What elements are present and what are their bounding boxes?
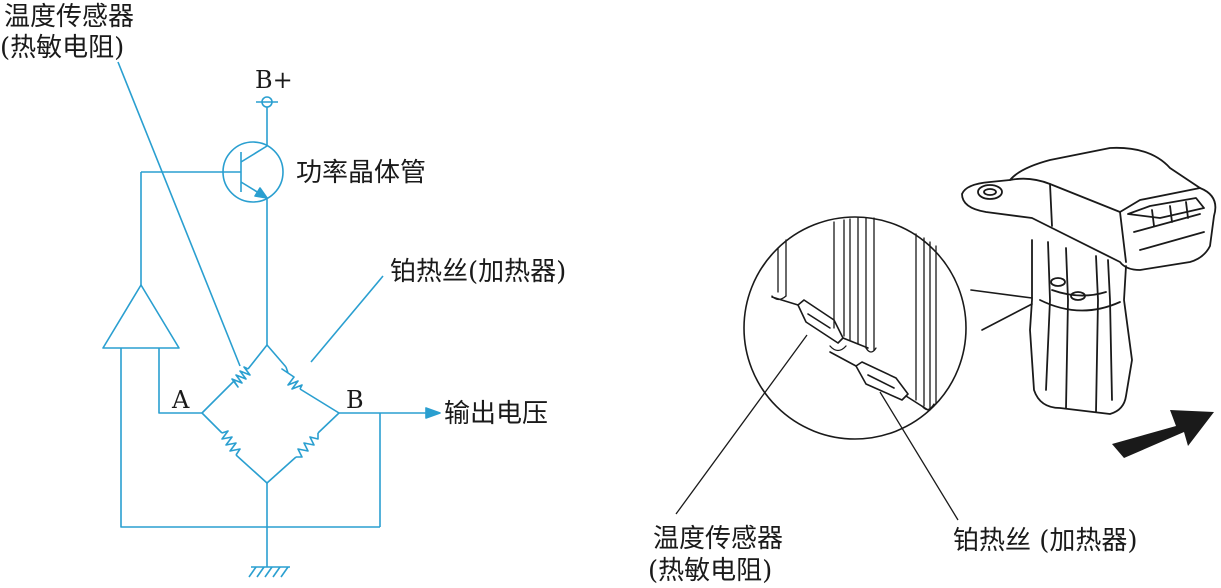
op-amp <box>102 284 180 349</box>
sensor-temp-label-line1: 温度传感器 <box>653 524 784 554</box>
sensor-hot-wire-label: 铂热丝 (加热器) <box>953 526 1138 556</box>
sensor-temp-label-line2: (热敏电阻) <box>648 556 773 586</box>
temp-sensor-label-line1: 温度传感器 <box>4 2 135 32</box>
power-transistor <box>141 140 284 345</box>
transistor-label: 功率晶体管 <box>296 158 427 188</box>
magnified-view-circle <box>743 216 967 440</box>
supply-label: B+ <box>255 66 293 94</box>
hot-wire-label: 铂热丝(加热器) <box>390 257 567 287</box>
output-voltage-label: 输出电压 <box>444 399 549 429</box>
thermistor-element <box>771 296 869 349</box>
sensor-housing <box>961 146 1217 415</box>
temp-sensor-leader <box>117 61 241 367</box>
ground-hatch <box>248 566 289 578</box>
temp-sensor-pointer <box>675 334 808 515</box>
bridge-network <box>201 344 340 484</box>
hot-wire-pointer <box>879 391 959 521</box>
node-b-label: B <box>346 386 364 414</box>
sensor-frame <box>771 217 937 411</box>
temp-sensor-label-line2: (热敏电阻) <box>0 33 125 63</box>
hot-wire-element <box>829 351 929 411</box>
node-a-label: A <box>172 386 190 414</box>
airflow-arrow <box>1112 410 1214 458</box>
hot-wire-leader <box>310 275 384 363</box>
